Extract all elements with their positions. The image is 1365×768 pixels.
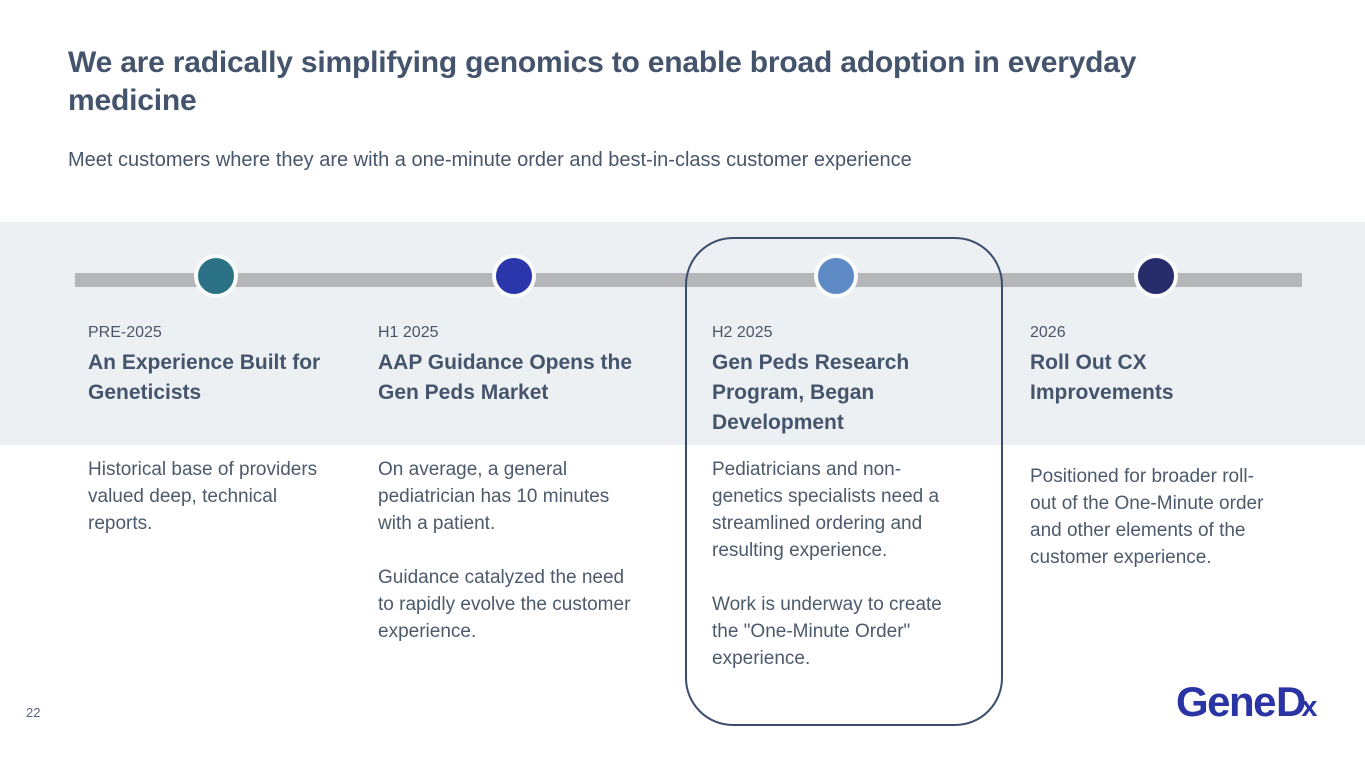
milestone-body-2026: Positioned for broader roll-out of the O… (1030, 463, 1272, 571)
milestone-date: H2 2025 (712, 324, 773, 341)
milestone-date: H1 2025 (378, 324, 439, 341)
milestone-body-paragraph: Pediatricians and non-genetics specialis… (712, 459, 940, 561)
milestone-body-paragraph: Guidance catalyzed the need to rapidly e… (378, 567, 631, 642)
milestone-label-h2-2025: H2 2025 Gen Peds Research Program, Began… (712, 322, 967, 438)
milestone-dot-2026 (1134, 254, 1178, 298)
highlight-outline-h2-2025 (685, 237, 1003, 726)
milestone-dot-h1-2025 (492, 254, 536, 298)
milestone-label-h1-2025: H1 2025 AAP Guidance Opens the Gen Peds … (378, 322, 643, 408)
milestone-body-paragraph: Historical base of providers valued deep… (88, 459, 318, 534)
page-number: 22 (26, 705, 41, 720)
milestone-body-pre-2025: Historical base of providers valued deep… (88, 456, 320, 537)
milestone-title: An Experience Built for Geneticists (88, 351, 321, 404)
milestone-dot-pre-2025 (194, 254, 238, 298)
milestone-body-h2-2025: Pediatricians and non-genetics specialis… (712, 456, 970, 672)
milestone-body-paragraph: Work is underway to create the "One-Minu… (712, 594, 942, 669)
milestone-title: AAP Guidance Opens the Gen Peds Market (378, 351, 632, 404)
logo-text-x: x (1301, 691, 1318, 723)
milestone-dot-h2-2025 (814, 254, 858, 298)
milestone-label-pre-2025: PRE-2025 An Experience Built for Genetic… (88, 322, 338, 408)
logo-text-gene: Gene (1176, 678, 1277, 725)
milestone-body-paragraph: On average, a general pediatrician has 1… (378, 459, 610, 534)
milestone-title: Gen Peds Research Program, Began Develop… (712, 351, 910, 434)
milestone-title: Roll Out CX Improvements (1030, 351, 1174, 404)
milestone-label-2026: 2026 Roll Out CX Improvements (1030, 322, 1280, 408)
milestone-body-paragraph: Positioned for broader roll-out of the O… (1030, 466, 1264, 568)
milestone-date: 2026 (1030, 324, 1066, 341)
logo-text-d: D (1276, 678, 1307, 725)
page-title: We are radically simplifying genomics to… (68, 46, 1137, 117)
milestone-body-h1-2025: On average, a general pediatrician has 1… (378, 456, 634, 645)
slide-subtitle: Meet customers where they are with a one… (68, 149, 912, 171)
milestone-date: PRE-2025 (88, 324, 162, 341)
